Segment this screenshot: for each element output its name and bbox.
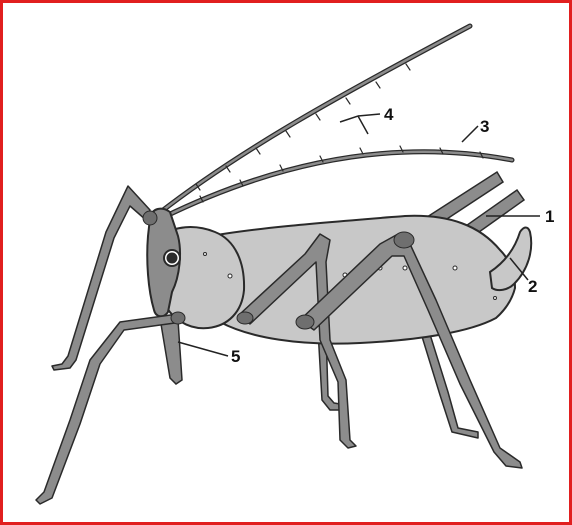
near-front-leg: [36, 314, 182, 504]
callout-1-label: 1: [545, 207, 554, 226]
callout-3-line: [462, 126, 478, 142]
rostrum: [160, 318, 182, 384]
aphid-diagram: 1 2 3 4 5: [3, 3, 569, 522]
callout-3-label: 3: [480, 117, 489, 136]
antennae: [158, 26, 512, 218]
callout-2-label: 2: [528, 277, 537, 296]
callout-5-line: [178, 342, 228, 356]
aphid-body: [147, 209, 531, 344]
callout-5-label: 5: [231, 347, 240, 366]
callout-4-line: [340, 114, 380, 134]
far-front-leg: [52, 186, 150, 370]
callout-4-label: 4: [384, 105, 394, 124]
antenna-upper: [158, 26, 470, 214]
